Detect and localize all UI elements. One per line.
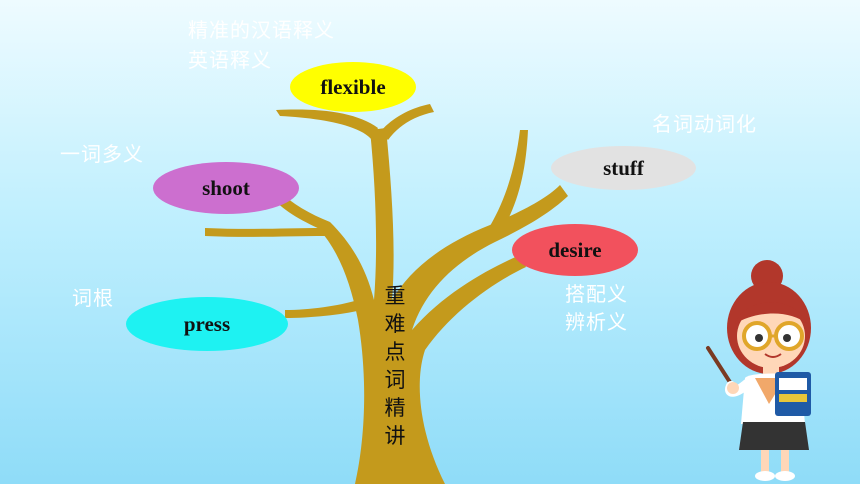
bubble-shoot[interactable]: shoot bbox=[153, 162, 299, 214]
bubble-desire-label: desire bbox=[548, 237, 602, 262]
branch-left-lower bbox=[285, 300, 362, 318]
branch-right-upper bbox=[490, 130, 528, 234]
trunk-title: 重难点词精讲 bbox=[384, 284, 406, 448]
bubble-stuff-label: stuff bbox=[603, 155, 644, 180]
branch-top bbox=[276, 109, 378, 140]
bubble-flexible-label: flexible bbox=[320, 74, 386, 99]
note-english-definition: 英语释义 bbox=[188, 48, 272, 72]
bubble-press-label: press bbox=[183, 311, 231, 336]
bubble-press[interactable]: press bbox=[126, 297, 288, 351]
note-collocation: 搭配义 bbox=[565, 282, 628, 306]
bubble-shoot-label: shoot bbox=[202, 175, 250, 200]
teacher-icon bbox=[706, 260, 811, 481]
bubble-flexible[interactable]: flexible bbox=[290, 62, 416, 112]
note-chinese-definition: 精准的汉语释义 bbox=[188, 18, 335, 42]
note-noun-to-verb: 名词动词化 bbox=[652, 112, 757, 136]
note-discrimination: 辨析义 bbox=[565, 310, 628, 334]
bubble-desire[interactable]: desire bbox=[512, 224, 638, 276]
note-polysemy: 一词多义 bbox=[60, 142, 144, 166]
tree-trunk bbox=[318, 128, 568, 484]
bubble-stuff[interactable]: stuff bbox=[551, 146, 696, 190]
note-root: 词根 bbox=[72, 286, 114, 310]
